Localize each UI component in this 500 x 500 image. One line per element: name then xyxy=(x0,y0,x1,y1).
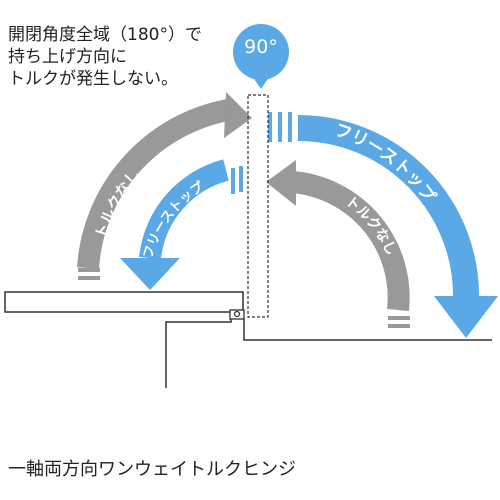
description-note: 開閉角度全域（180°）で 持ち上げ方向に トルクが発生しない。 xyxy=(8,24,202,90)
inner-right-torque-free-arrow: トルクなし xyxy=(266,160,410,328)
inner-left-free-stop-arrow: フリーストップ xyxy=(120,159,243,290)
angle-badge xyxy=(233,24,289,80)
hinge-caption: 一軸両方向ワンウェイトルクヒンジ xyxy=(8,459,296,480)
lid-90-degree-outline xyxy=(247,94,269,318)
angle-badge-pointer xyxy=(250,73,272,89)
angle-badge-label: 90° xyxy=(244,36,278,58)
note-line-1: 開閉角度全域（180°）で xyxy=(8,25,202,45)
hinge-icon xyxy=(229,309,245,320)
lid-open-position xyxy=(4,291,244,313)
base-body xyxy=(165,319,492,388)
outer-left-torque-free-arrow: トルクなし xyxy=(77,92,252,280)
note-line-3: トルクが発生しない。 xyxy=(8,69,178,89)
note-line-2: 持ち上げ方向に xyxy=(8,47,127,67)
inner-right-arrow-label: トルクなし xyxy=(342,193,399,258)
